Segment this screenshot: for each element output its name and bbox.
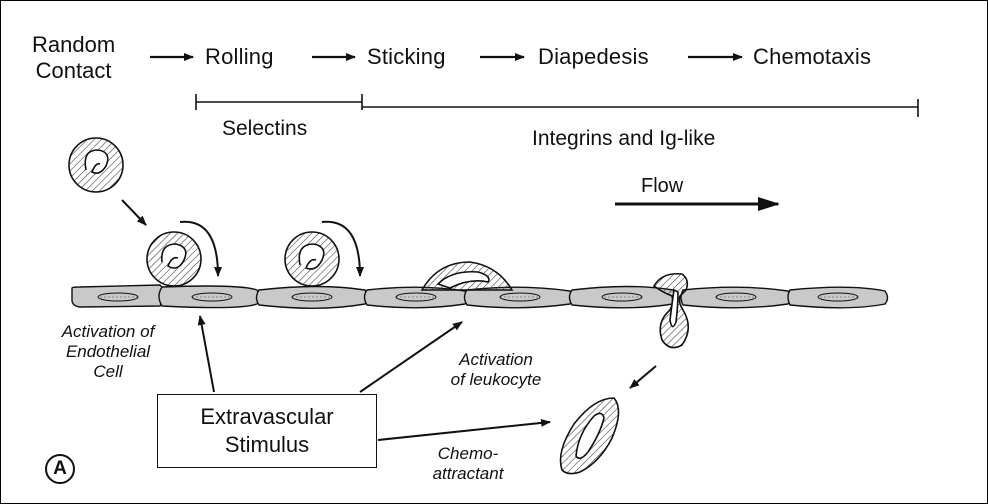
endothelial-nucleus — [602, 293, 642, 301]
step-chemotaxis: Chemotaxis — [753, 46, 871, 68]
step-sticking: Sticking — [367, 46, 446, 68]
label-selectins: Selectins — [222, 118, 307, 139]
label-flow: Flow — [641, 176, 683, 196]
step-diapedesis: Diapedesis — [538, 46, 649, 68]
endothelial-nucleus — [292, 293, 332, 301]
label-integrins: Integrins and Ig-like — [532, 128, 715, 149]
endothelial-nucleus — [500, 293, 540, 301]
endothelial-nucleus — [716, 293, 756, 301]
molecule-brackets — [196, 94, 918, 117]
step-rolling: Rolling — [205, 46, 274, 68]
leukocyte-chemotaxis — [561, 398, 619, 474]
arrow-stimulus-to-chemoattractant — [378, 422, 550, 440]
panel-letter: A — [45, 454, 75, 484]
leukocyte-random-contact — [69, 138, 123, 192]
arrow-diapedesis-to-chemotaxis — [630, 366, 656, 388]
leukocyte-diapedesis — [654, 274, 688, 348]
arrow-stimulus-to-endothelium — [200, 316, 214, 392]
leukocyte-sticking — [422, 262, 512, 290]
endothelial-nucleus — [818, 293, 858, 301]
leukocyte-rolling-1 — [147, 232, 201, 286]
extravascular-stimulus-box: Extravascular Stimulus — [157, 394, 377, 468]
label-chemoattractant: Chemo- attractant — [412, 444, 524, 484]
endothelial-nucleus — [98, 293, 138, 301]
endothelial-nucleus — [396, 293, 436, 301]
label-endothelial-activation: Activation of Endothelial Cell — [32, 322, 184, 382]
step-random-contact: Random Contact — [32, 32, 115, 84]
leukocyte-rolling-2 — [285, 232, 339, 286]
label-leukocyte-activation: Activation of leukocyte — [422, 350, 570, 390]
arrow-contact-to-rolling — [122, 200, 146, 225]
endothelial-nucleus — [192, 293, 232, 301]
